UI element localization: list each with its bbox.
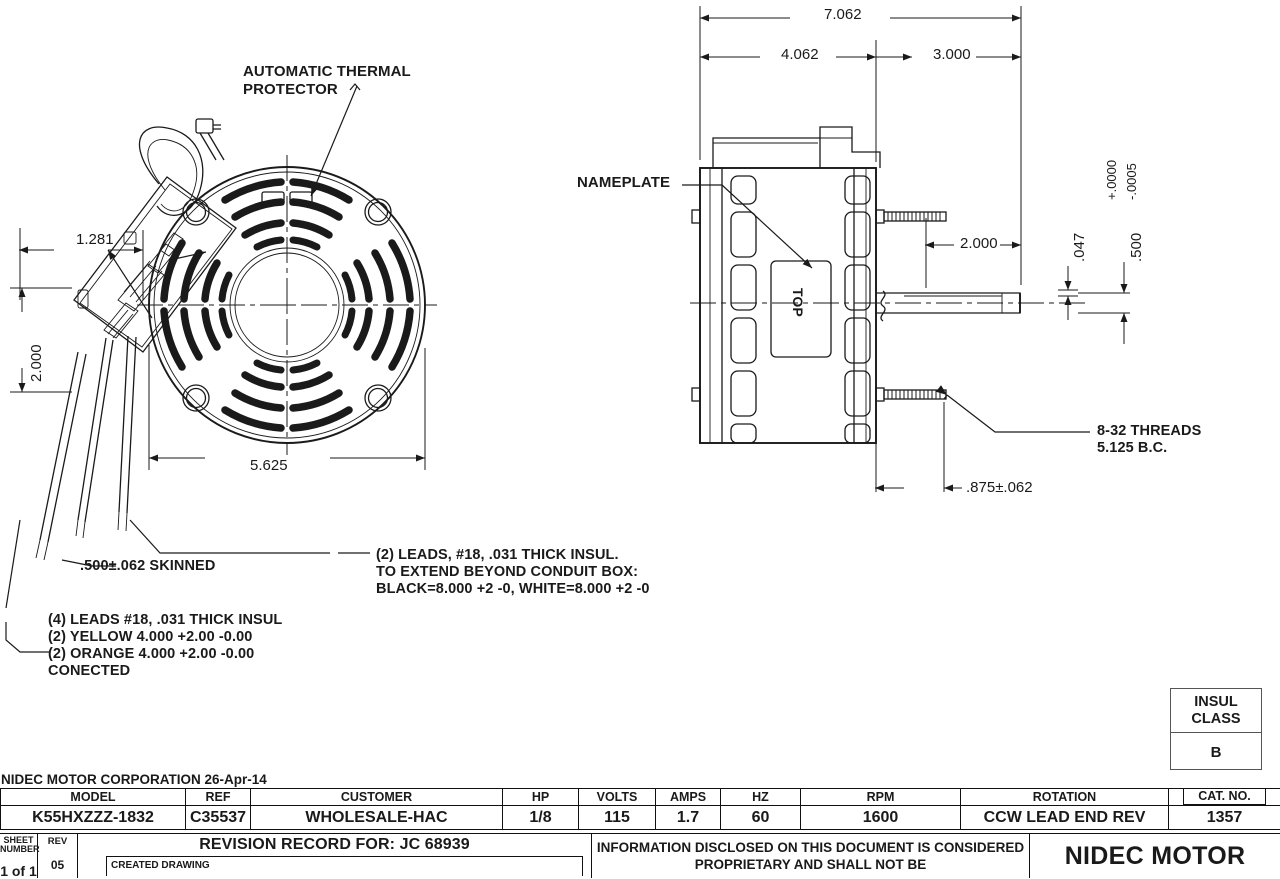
title-block: NIDEC MOTOR CORPORATION 26-Apr-14 MODEL … [0, 770, 1280, 877]
revision-record-entry: CREATED DRAWING [106, 856, 583, 876]
col-header-rpm: RPM [801, 789, 961, 806]
col-value-volts: 115 [579, 806, 656, 830]
proprietary-notice-cell: INFORMATION DISCLOSED ON THIS DOCUMENT I… [592, 834, 1030, 878]
dim-1281: 1.281 [76, 231, 114, 249]
dim-flange-5625: 5.625 [250, 457, 288, 475]
company-logo-cell: NIDEC MOTOR [1030, 834, 1280, 878]
dim-shaft-dia-500: .500 [1128, 233, 1146, 262]
note-power-leads: (2) LEADS, #18, .031 THICK INSUL. TO EXT… [376, 547, 650, 598]
col-header-cat-no: CAT. NO. [1183, 789, 1266, 805]
col-value-hp: 1/8 [503, 806, 579, 830]
revision-record-title: REVISION RECORD FOR: JC 68939 [78, 834, 591, 854]
sheet-number-label: SHEET NUMBER [0, 834, 37, 854]
insul-class-value: B [1171, 733, 1261, 771]
side-view-dimensions [700, 6, 1130, 492]
col-value-amps: 1.7 [656, 806, 721, 830]
dim-shaft-3000: 3.000 [933, 46, 971, 64]
col-value-rotation: CCW LEAD END REV [961, 806, 1169, 830]
col-header-ref: REF [186, 789, 251, 806]
spec-header-row: MODEL REF CUSTOMER HP VOLTS AMPS HZ RPM … [1, 789, 1280, 806]
col-header-customer: CUSTOMER [251, 789, 503, 806]
tolerance-plus: +.0000 [1104, 160, 1119, 200]
tolerance-minus: -.0005 [1124, 163, 1139, 200]
end-view-geometry [137, 155, 437, 455]
revision-record-cell: REVISION RECORD FOR: JC 68939 CREATED DR… [78, 834, 592, 878]
lead-wires-geometry [36, 336, 136, 560]
col-header-hz: HZ [721, 789, 801, 806]
top-marking-label: TOP [789, 288, 806, 317]
insul-class-box: INSUL CLASS B [1170, 688, 1262, 770]
col-header-cat-no-cell: CAT. NO. [1169, 789, 1280, 806]
sheet-number-cell: SHEET NUMBER 1 of 1 [0, 834, 38, 878]
rev-label: REV [38, 834, 77, 847]
company-header: NIDEC MOTOR CORPORATION 26-Apr-14 [0, 770, 1280, 788]
dim-flat-047: .047 [1071, 233, 1089, 262]
spec-value-row: K55HXZZZ-1832 C35537 WHOLESALE-HAC 1/8 1… [1, 806, 1280, 830]
col-header-hp: HP [503, 789, 579, 806]
col-header-volts: VOLTS [579, 789, 656, 806]
col-value-rpm: 1600 [801, 806, 961, 830]
note-threads: 8-32 THREADS 5.125 B.C. [1097, 423, 1201, 457]
col-value-customer: WHOLESALE-HAC [251, 806, 503, 830]
company-logo-text: NIDEC MOTOR [1030, 834, 1280, 878]
col-value-hz: 60 [721, 806, 801, 830]
col-header-amps: AMPS [656, 789, 721, 806]
spec-table-wrap: MODEL REF CUSTOMER HP VOLTS AMPS HZ RPM … [0, 788, 1280, 830]
dim-box-height-2000: 2.000 [28, 344, 46, 382]
dim-overall-7062: 7.062 [824, 6, 862, 24]
dim-body-4062: 4.062 [781, 46, 819, 64]
col-value-cat-no: 1357 [1169, 806, 1280, 830]
note-aux-leads: (4) LEADS #18, .031 THICK INSUL (2) YELL… [48, 612, 282, 680]
nameplate-label: NAMEPLATE [577, 174, 670, 192]
spec-table: MODEL REF CUSTOMER HP VOLTS AMPS HZ RPM … [0, 788, 1280, 830]
rev-value: 05 [38, 858, 77, 872]
note-skinned: .500±.062 SKINNED [80, 558, 215, 575]
title-block-bottom: SHEET NUMBER 1 of 1 REV 05 REVISION RECO… [0, 833, 1280, 877]
thermal-protector-label: AUTOMATIC THERMAL PROTECTOR [243, 63, 411, 98]
rev-cell: REV 05 [38, 834, 78, 878]
col-header-rotation: ROTATION [961, 789, 1169, 806]
col-value-ref: C35537 [186, 806, 251, 830]
col-value-model: K55HXZZZ-1832 [1, 806, 186, 830]
dim-shaft-length-2000: 2.000 [960, 235, 998, 253]
insul-class-header: INSUL CLASS [1171, 689, 1261, 733]
side-view-geometry [690, 127, 1090, 443]
proprietary-notice: INFORMATION DISCLOSED ON THIS DOCUMENT I… [592, 834, 1029, 874]
col-header-model: MODEL [1, 789, 186, 806]
dim-mount-875: .875±.062 [966, 479, 1033, 497]
